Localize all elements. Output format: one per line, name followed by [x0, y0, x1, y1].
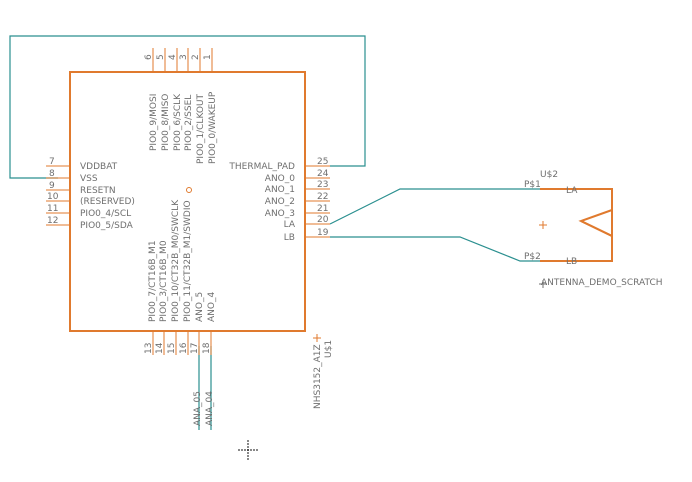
pin-label-sda: PIO0_5/SDA [80, 221, 134, 231]
antenna-origin-marker [539, 221, 547, 229]
antenna-pin-num-p2: P$2 [524, 252, 541, 262]
pin-num-10: 10 [47, 192, 59, 202]
pin-num-20: 20 [317, 215, 329, 225]
pin-label-wakeup: PIO0_0/WAKEUP [208, 91, 218, 164]
pin-num-6: 6 [144, 54, 154, 60]
ic-u1[interactable]: 7 8 9 10 11 12 VDDBAT VSS RESETN (RESERV… [46, 48, 334, 409]
ic-part-name: NHS3152_A1Z [313, 344, 323, 409]
antenna-pin-num-p1: P$1 [524, 180, 541, 190]
pin-label-la: LA [284, 220, 296, 230]
pin-num-7: 7 [49, 157, 55, 167]
pin-label-clkout: PIO0_1/CLKOUT [196, 93, 206, 164]
wire-vss-thermal-pad[interactable] [9, 35, 366, 179]
antenna-notch [578, 209, 613, 237]
wire-lb[interactable] [330, 236, 540, 262]
crosshair-cursor-icon [238, 440, 258, 460]
pin-num-3: 3 [179, 54, 189, 60]
wire-la[interactable] [329, 188, 540, 225]
pin-num-9: 9 [49, 181, 55, 191]
pin-num-2: 2 [191, 54, 201, 60]
pin-num-25: 25 [317, 157, 328, 167]
pin-num-16: 16 [179, 342, 189, 354]
pin-label-ano2: ANO_2 [265, 197, 295, 207]
pin-label-thermal-pad: THERMAL_PAD [228, 162, 295, 172]
ic-ref-origin-marker [313, 334, 321, 342]
pin-num-15: 15 [167, 343, 177, 354]
pin-num-8: 8 [49, 169, 55, 179]
pin-num-23: 23 [317, 180, 328, 190]
ic-ref-designator: U$1 [324, 340, 334, 358]
pin-num-4: 4 [168, 54, 178, 60]
pin-label-ano5: ANO_5 [195, 292, 205, 322]
bottom-pins: 13 14 15 16 17 18 PIO0_7/CT16B_M1 PIO0_3… [144, 199, 217, 355]
pin-label-resetn: RESETN [80, 186, 116, 196]
antenna-value-origin-marker [539, 280, 547, 288]
antenna-u2[interactable]: U$2 P$1 P$2 LA LB ANTENNA_DEMO_SCRATCH [524, 170, 663, 288]
antenna-body[interactable] [540, 188, 613, 262]
pin-num-21: 21 [317, 204, 328, 214]
antenna-pin-label-lb: LB [566, 257, 577, 267]
antenna-value: ANTENNA_DEMO_SCRATCH [541, 278, 663, 288]
pin-label-reserved: (RESERVED) [80, 197, 135, 207]
pin-num-1: 1 [203, 54, 213, 60]
wires [9, 35, 540, 430]
pin-num-5: 5 [156, 54, 166, 60]
pin-num-17: 17 [190, 343, 200, 354]
pin-num-18: 18 [202, 342, 212, 354]
pin-num-11: 11 [47, 204, 58, 214]
pin-label-vddbat: VDDBAT [80, 162, 118, 172]
pin-num-13: 13 [144, 343, 154, 354]
pin-label-ano1: ANO_1 [265, 185, 295, 195]
pin-label-swclk: PIO0_10/CT32B_M0/SWCLK [171, 199, 181, 322]
pin-label-mosi: PIO0_9/MOSI [149, 94, 159, 151]
top-pins: 6 5 4 3 2 1 PIO0_9/MOSI PIO0_8/MISO PIO0… [144, 48, 218, 164]
net-label-ana-04: ANA_04 [205, 391, 215, 426]
pin-label-ct16b-m1: PIO0_7/CT16B_M1 [148, 240, 158, 322]
pin-num-14: 14 [155, 342, 165, 354]
pin-label-ct16b-m0: PIO0_3/CT16B_M0 [159, 240, 169, 322]
pin-label-ano0: ANO_0 [265, 174, 295, 184]
pin-num-19: 19 [317, 228, 329, 238]
antenna-pin-label-la: LA [566, 186, 578, 196]
pin-label-scl: PIO0_4/SCL [80, 209, 131, 219]
right-pins: 25 24 23 22 21 20 19 THERMAL_PAD ANO_0 A… [228, 157, 330, 243]
pin-label-sclk: PIO0_6/SCLK [173, 93, 183, 151]
pin-label-miso: PIO0_8/MISO [161, 94, 171, 151]
net-label-ana-05: ANA_05 [193, 391, 203, 426]
pin-label-vss: VSS [80, 174, 98, 184]
pin-label-ssel: PIO0_2/SSEL [184, 95, 194, 151]
pin-label-swdio: PIO0_11/CT32B_M1/SWDIO [183, 200, 193, 322]
pin-label-ano4: ANO_4 [207, 292, 217, 322]
left-pins: 7 8 9 10 11 12 VDDBAT VSS RESETN (RESERV… [46, 157, 135, 231]
pin-num-12: 12 [47, 216, 58, 226]
ic-origin-marker [186, 187, 192, 193]
antenna-ref-designator: U$2 [540, 170, 558, 180]
pin-label-lb: LB [284, 233, 295, 243]
pin-num-22: 22 [317, 192, 328, 202]
pin-label-ano3: ANO_3 [265, 209, 295, 219]
pin-num-24: 24 [317, 169, 329, 179]
